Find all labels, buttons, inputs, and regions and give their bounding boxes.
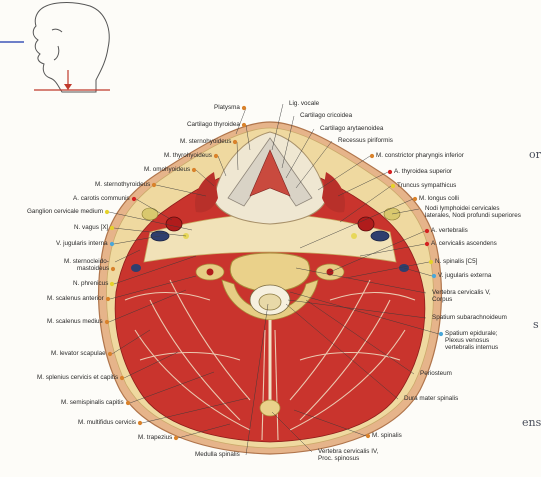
carotid-right bbox=[358, 217, 374, 231]
label-m-thyrohyoideus: M. thyrohyoideus bbox=[164, 152, 212, 160]
orientation-head-sketch bbox=[33, 3, 109, 92]
label-m-splenius: M. splenius cervicis et capitis bbox=[37, 374, 118, 382]
lymph-node-left bbox=[142, 208, 158, 220]
label-m-spinalis: M. spinalis bbox=[372, 432, 402, 440]
label-v-jugularis-int: V. jugularis interna bbox=[56, 240, 108, 248]
label-m-scalenus-med: M. scalenus medius bbox=[47, 318, 103, 326]
label-spatium-sub: Spatium subarachnoideum bbox=[432, 314, 507, 322]
label-ganglion: Ganglion cervicale medium bbox=[27, 208, 103, 216]
dot-m-scalenus-ant bbox=[106, 297, 110, 301]
dot-ganglion bbox=[105, 210, 109, 214]
dot-m-splenius bbox=[120, 376, 124, 380]
label-cart-arytenoidea: Cartilago arytaenoidea bbox=[320, 125, 383, 133]
dot-v-jugularis-int bbox=[110, 242, 114, 246]
label-lig-vocale: Lig. vocale bbox=[289, 100, 319, 108]
label-m-scm-2: mastoideus bbox=[77, 265, 109, 273]
spinous-process-tip bbox=[260, 400, 280, 416]
dot-m-longus bbox=[413, 197, 417, 201]
dot-a-carotis bbox=[132, 197, 136, 201]
label-platysma: Platysma bbox=[214, 104, 240, 112]
dot-m-spinalis bbox=[366, 434, 370, 438]
label-vertebra-c4-2: Proc. spinosus bbox=[318, 455, 359, 463]
dot-m-trapezius bbox=[174, 436, 178, 440]
dot-m-scalenus-med bbox=[105, 320, 109, 324]
label-m-sternothyroideus: M. sternothyroideus bbox=[95, 181, 150, 189]
edge-fragment-2: s bbox=[533, 318, 539, 331]
label-m-sternohyoideus: M. sternohyoideus bbox=[180, 138, 231, 146]
label-medulla: Medulla spinalis bbox=[195, 451, 240, 459]
label-cart-cricoidea: Cartilago cricoidea bbox=[300, 112, 352, 120]
label-a-vertebralis: A. vertebralis bbox=[431, 227, 468, 235]
vertebral-artery-left bbox=[207, 269, 214, 276]
edge-fragment-3: ens bbox=[522, 416, 541, 429]
dot-n-phrenicus bbox=[110, 282, 114, 286]
label-m-semispinalis: M. semispinalis capitis bbox=[61, 399, 124, 407]
dot-m-sternothyroideus bbox=[152, 183, 156, 187]
ext-jugular-left bbox=[131, 264, 141, 272]
label-a-carotis: A. carotis communis bbox=[73, 195, 130, 203]
edge-fragment-1: or bbox=[529, 148, 541, 161]
dot-cart-thyroidea bbox=[242, 123, 246, 127]
label-m-scalenus-ant: M. scalenus anterior bbox=[47, 295, 104, 303]
section-arrow-head bbox=[64, 84, 72, 90]
dot-platysma bbox=[242, 106, 246, 110]
jugular-right bbox=[371, 231, 389, 241]
label-n-phrenicus: N. phrenicus bbox=[73, 280, 108, 288]
label-a-cervicalis: A. cervicalis ascendens bbox=[431, 240, 497, 248]
dot-m-semispinalis bbox=[126, 401, 130, 405]
dot-m-thyrohyoideus bbox=[214, 154, 218, 158]
dot-n-spinalis bbox=[429, 260, 433, 264]
dot-m-levator bbox=[108, 352, 112, 356]
label-v-jugularis-ext: V. jugularis externa bbox=[438, 272, 491, 280]
label-m-longus: M. longus colli bbox=[419, 195, 459, 203]
label-a-thyroidea-sup: A. thyroidea superior bbox=[394, 168, 452, 176]
dot-m-multifidus bbox=[138, 421, 142, 425]
dot-a-thyroidea-sup bbox=[388, 170, 392, 174]
label-n-spinalis: N. spinalis [C5] bbox=[435, 258, 477, 266]
dot-v-jugularis-ext bbox=[432, 274, 436, 278]
label-m-constrictor: M. constrictor pharyngis inferior bbox=[376, 152, 464, 160]
label-recessus: Recessus piriformis bbox=[338, 137, 393, 145]
label-vertebra-c5-2: Corpus bbox=[432, 296, 452, 304]
dot-m-omohyoideus bbox=[192, 168, 196, 172]
label-nodi-2: laterales, Nodi profundi superiores bbox=[425, 212, 521, 220]
dot-truncus bbox=[391, 184, 395, 188]
dot-n-vagus bbox=[110, 226, 114, 230]
dot-a-cervicalis bbox=[425, 242, 429, 246]
dot-m-sternohyoideus bbox=[233, 140, 237, 144]
label-truncus: Truncus sympathicus bbox=[397, 182, 456, 190]
label-dura: Dura mater spinalis bbox=[404, 395, 458, 403]
dot-a-vertebralis bbox=[425, 229, 429, 233]
label-m-multifidus: M. multifidus cervicis bbox=[78, 419, 136, 427]
label-spatium-epi-3: vertebralis internus bbox=[445, 344, 498, 352]
label-periosteum: Periosteum bbox=[420, 370, 452, 378]
vagus-right bbox=[351, 233, 357, 239]
label-n-vagus: N. vagus [X] bbox=[74, 224, 108, 232]
label-cart-thyroidea: Cartilago thyroidea bbox=[187, 121, 240, 129]
carotid-left bbox=[166, 217, 182, 231]
dot-m-scm-2 bbox=[111, 267, 115, 271]
dot-m-constrictor bbox=[370, 154, 374, 158]
dot-spatium-epi-1 bbox=[439, 332, 443, 336]
label-m-omohyoideus: M. omohyoideus bbox=[144, 166, 190, 174]
label-m-trapezius: M. trapezius bbox=[138, 434, 172, 442]
label-m-levator: M. levator scapulae bbox=[51, 350, 106, 358]
spinal-cord bbox=[259, 294, 281, 310]
